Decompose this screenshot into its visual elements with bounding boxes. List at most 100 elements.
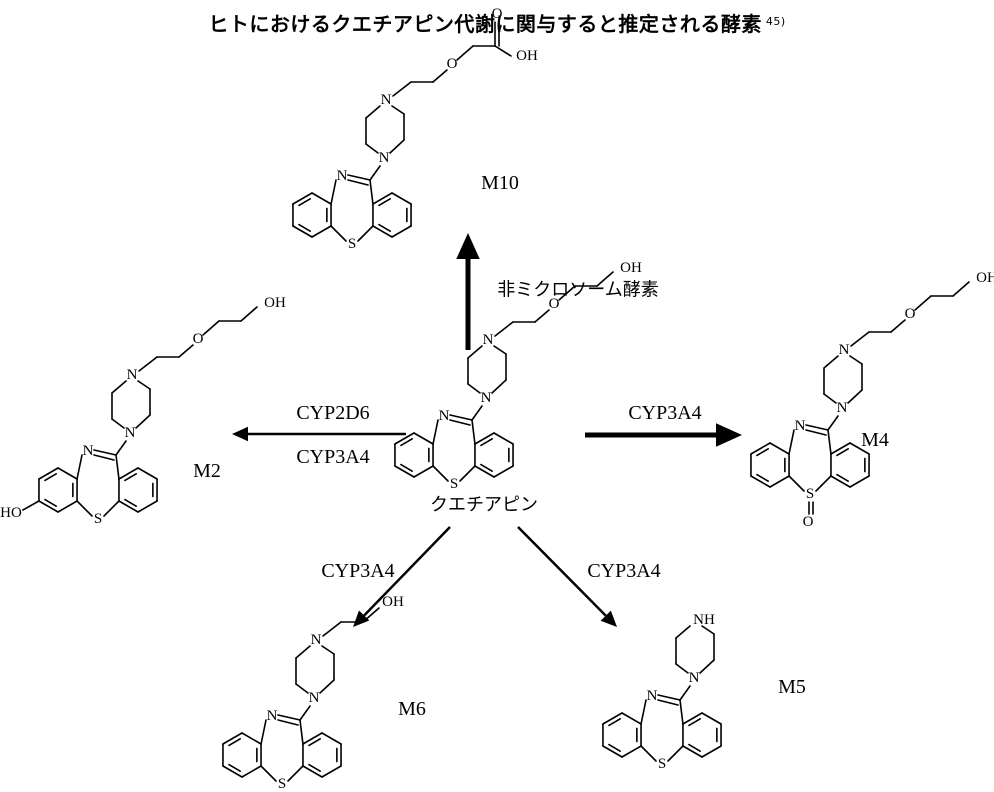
bond bbox=[287, 765, 304, 782]
bond bbox=[22, 500, 40, 511]
enzyme-label-cyp3a4-down-left: CYP3A4 bbox=[321, 560, 394, 582]
ring-bond bbox=[413, 465, 434, 478]
piperazine-n4-label: N bbox=[311, 632, 322, 648]
double-bond bbox=[277, 719, 299, 726]
ring-bond bbox=[682, 712, 703, 725]
metabolite-label-m5: M5 bbox=[778, 676, 806, 698]
piperazine-n1-label: N bbox=[689, 670, 700, 686]
ring-bond bbox=[38, 467, 59, 480]
chain-bond bbox=[850, 331, 870, 347]
enzyme-label-cyp3a4-right: CYP3A4 bbox=[628, 402, 701, 424]
ring-bond bbox=[394, 432, 415, 445]
sulfur-label: S bbox=[658, 756, 666, 772]
double-bond bbox=[44, 498, 58, 507]
ring-bond bbox=[302, 732, 323, 745]
arrow-up bbox=[456, 233, 480, 350]
bond bbox=[849, 355, 863, 365]
bond bbox=[365, 105, 381, 119]
nitrogen-label: N bbox=[795, 418, 806, 434]
chain-bond bbox=[392, 81, 412, 97]
arrow-down-left-head bbox=[353, 610, 370, 627]
bond bbox=[260, 765, 277, 782]
double-bond bbox=[480, 438, 494, 447]
ring-bond bbox=[118, 500, 139, 513]
bond bbox=[823, 393, 837, 404]
structures: NSNNOOHNSNNOOOHNSHONNOOHNSONNOOHNSNNOHNS… bbox=[0, 6, 994, 792]
reaction-arrows bbox=[232, 233, 742, 627]
ring-bond bbox=[602, 745, 623, 758]
ring-bond bbox=[391, 192, 412, 205]
bond bbox=[675, 663, 689, 674]
double-bond bbox=[836, 473, 850, 482]
metabolite-label-m10: M10 bbox=[481, 172, 519, 194]
ring-bond bbox=[830, 475, 851, 488]
bond bbox=[357, 225, 374, 242]
bond bbox=[135, 414, 151, 429]
bond bbox=[347, 174, 371, 181]
double-bond bbox=[400, 438, 414, 447]
bond bbox=[467, 345, 483, 359]
double-bond bbox=[308, 763, 322, 772]
bond bbox=[459, 465, 476, 482]
metabolite-label-m6: M6 bbox=[398, 698, 426, 720]
piperazine-n1-label: N bbox=[481, 390, 492, 406]
bond bbox=[640, 699, 647, 725]
bond bbox=[111, 380, 127, 394]
bond bbox=[76, 454, 83, 480]
terminal-oh-label: OH bbox=[976, 270, 994, 286]
bond bbox=[260, 719, 267, 745]
bond bbox=[299, 705, 311, 721]
piperazine-n4-label: N bbox=[839, 342, 850, 358]
bond bbox=[491, 379, 507, 394]
ring-bond bbox=[321, 765, 342, 778]
double-bond bbox=[608, 743, 622, 752]
bond bbox=[493, 345, 507, 355]
bond bbox=[679, 699, 684, 725]
title-text: ヒトにおけるクエチアピン代謝に関与すると推定される酵素 bbox=[208, 12, 762, 36]
arrow-down-left bbox=[353, 526, 451, 627]
double-bond bbox=[657, 699, 679, 706]
double-bond bbox=[228, 738, 242, 747]
ether-oxygen: O bbox=[549, 296, 560, 312]
ring-bond bbox=[849, 475, 870, 488]
double-bond bbox=[805, 429, 827, 436]
ether-oxygen: O bbox=[193, 331, 204, 347]
chain-bond bbox=[494, 321, 514, 337]
piperazine-n1-label: N bbox=[379, 150, 390, 166]
bond bbox=[295, 683, 309, 694]
ring-bond bbox=[394, 465, 415, 478]
bond bbox=[330, 179, 337, 205]
ring-bond bbox=[701, 745, 722, 758]
ring-bond bbox=[292, 225, 313, 238]
piperazine-n1-label: N bbox=[309, 690, 320, 706]
ring-bond bbox=[57, 467, 78, 480]
bond bbox=[391, 105, 405, 115]
double-bond bbox=[93, 454, 115, 461]
ring-bond bbox=[474, 465, 495, 478]
double-bond bbox=[449, 419, 471, 426]
ring-bond bbox=[602, 712, 623, 725]
bond bbox=[805, 424, 829, 431]
ring-bond bbox=[321, 732, 342, 745]
ring-bond bbox=[137, 500, 158, 513]
title-reference: 45) bbox=[765, 15, 786, 28]
bond bbox=[679, 685, 691, 701]
piperazine-n4-label: N bbox=[127, 367, 138, 383]
double-bond bbox=[480, 463, 494, 472]
bond bbox=[823, 355, 839, 369]
ring-bond bbox=[372, 225, 393, 238]
double-bond bbox=[836, 448, 850, 457]
ring-bond bbox=[830, 442, 851, 455]
double-bond bbox=[378, 198, 392, 207]
double-bond bbox=[228, 763, 242, 772]
ring-bond bbox=[849, 442, 870, 455]
bond bbox=[369, 165, 381, 181]
nitrogen-label: N bbox=[83, 443, 94, 459]
double-bond bbox=[44, 473, 58, 482]
double-bond bbox=[688, 718, 702, 727]
bond bbox=[701, 625, 715, 635]
ring-bond bbox=[241, 765, 262, 778]
chain-bond bbox=[202, 320, 220, 336]
